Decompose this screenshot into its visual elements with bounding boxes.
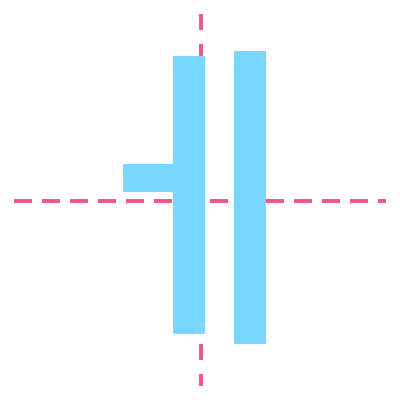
left-stub-bar [123,164,175,192]
right-vertical-bar [234,51,266,344]
left-vertical-bar [173,56,205,334]
